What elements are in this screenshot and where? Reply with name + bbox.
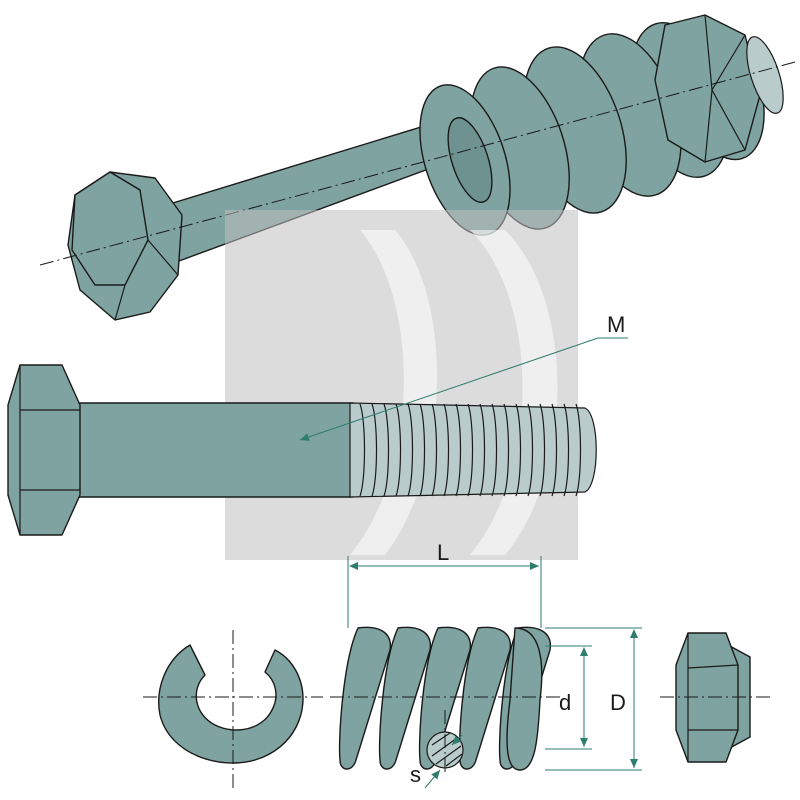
thread-groove: [575, 403, 582, 497]
thread-groove: [479, 403, 486, 497]
spring-coil: [418, 626, 472, 770]
thread-groove: [455, 403, 462, 497]
thread-groove: [431, 403, 438, 497]
outer-diameter-label: D: [610, 690, 626, 715]
thread-groove: [503, 403, 510, 497]
thread-groove: [491, 403, 498, 497]
thread-groove: [551, 403, 558, 497]
spring-coil: [458, 626, 512, 770]
spring-coil: [338, 626, 392, 770]
lock-nut: [660, 632, 770, 763]
inner-diameter-label: d: [559, 690, 571, 715]
thread-groove: [563, 403, 570, 497]
thread-groove: [395, 403, 402, 497]
thread-groove: [467, 403, 474, 497]
watermark-logo: [225, 210, 578, 560]
thread-groove: [407, 403, 414, 497]
length-label: L: [437, 540, 449, 565]
thread-groove: [419, 403, 426, 497]
thread-groove: [359, 403, 366, 497]
thread-label: M: [607, 312, 625, 337]
spring-coil: [378, 626, 432, 770]
bolt-thread: [349, 402, 597, 498]
thread-groove: [371, 403, 378, 497]
thread-groove: [527, 403, 534, 497]
wire-label: s: [410, 762, 421, 787]
thread-groove: [515, 403, 522, 497]
thread-groove: [383, 403, 390, 497]
compression-spring: L d D s: [330, 540, 642, 789]
thread-groove: [443, 403, 450, 497]
hex-bolt: M: [7, 312, 628, 536]
thread-groove: [539, 403, 546, 497]
split-washer: [143, 630, 323, 790]
spring-coil: [506, 627, 543, 771]
